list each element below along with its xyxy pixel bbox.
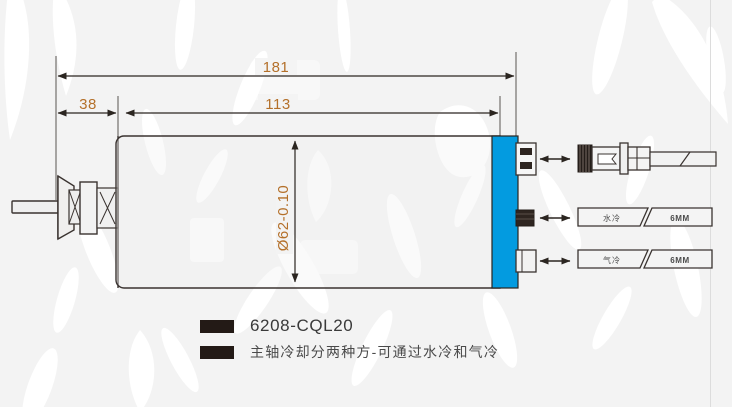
aviation-plug-connector: [577, 142, 717, 175]
legend: 6208-CQL20 主轴冷却分两种方-可通过水冷和气冷: [200, 313, 620, 365]
dimension-overall-length: 181: [57, 58, 515, 80]
svg-text:6MM: 6MM: [670, 214, 690, 223]
legend-swatch-description: [200, 345, 234, 359]
water-hose: 水冷 6MM: [577, 207, 713, 227]
legend-swatch-model: [200, 319, 234, 333]
legend-row-model: 6208-CQL20: [200, 313, 620, 339]
svg-text:水冷: 水冷: [603, 213, 621, 223]
dimension-body-length: 113: [125, 94, 499, 117]
lock-nut: [79, 181, 98, 235]
svg-text:Ø62-0.10: Ø62-0.10: [275, 185, 292, 252]
legend-model-label: 6208-CQL20: [250, 316, 354, 335]
svg-text:气冷: 气冷: [603, 255, 621, 265]
svg-text:6MM: 6MM: [670, 256, 690, 265]
dimension-body-diameter: Ø62-0.10: [275, 140, 299, 283]
collet-nut-hatch: [68, 189, 82, 225]
water-port: [515, 209, 535, 227]
air-port: [515, 249, 537, 273]
power-connector-port: [515, 142, 537, 176]
extension-lines: [55, 52, 517, 200]
shaft: [11, 200, 61, 214]
mating-arrows: [539, 155, 571, 265]
legend-row-description: 主轴冷却分两种方-可通过水冷和气冷: [200, 339, 620, 365]
svg-text:38: 38: [79, 96, 97, 113]
blue-end-cap: [491, 135, 519, 289]
motor-body: [115, 135, 501, 289]
dimension-nose-length: 38: [57, 94, 117, 117]
legend-description-label: 主轴冷却分两种方-可通过水冷和气冷: [250, 344, 500, 360]
frame-rule-right: [710, 0, 711, 407]
svg-text:113: 113: [265, 96, 290, 113]
bearing-hatch: [99, 191, 116, 225]
svg-text:181: 181: [263, 59, 290, 76]
air-hose: 气冷 6MM: [577, 249, 713, 269]
